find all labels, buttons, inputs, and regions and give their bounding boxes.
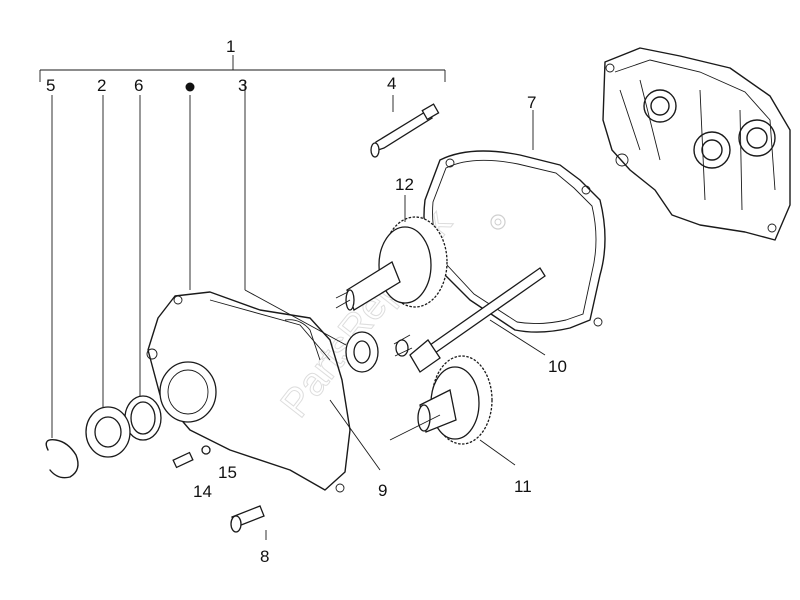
seal-ring: [124, 95, 162, 441]
part-labels: 1 5 2 6 3 4 7 12 10 9 11 15 14 8: [46, 37, 567, 566]
bearing-small: [345, 331, 379, 373]
label-11: 11: [514, 477, 532, 496]
label-10: 10: [548, 357, 567, 376]
shaft-long: [393, 267, 546, 373]
screw-small: [172, 445, 211, 469]
gear-with-shaft: [335, 195, 448, 311]
transmission-cover: [146, 82, 351, 493]
label-2: 2: [97, 76, 106, 95]
circlip: [45, 95, 79, 479]
label-3: 3: [238, 76, 247, 95]
bearing-left: [85, 95, 131, 458]
bolt: [230, 505, 267, 540]
assembly-lines: [244, 80, 381, 471]
label-8: 8: [260, 547, 269, 566]
gear-watermark-icon: [490, 214, 506, 230]
label-14: 14: [193, 482, 212, 501]
group-bracket: [39, 55, 446, 82]
label-5: 5: [46, 76, 55, 95]
label-9: 9: [378, 481, 387, 500]
label-7: 7: [527, 93, 536, 112]
crankcase-half: [602, 47, 791, 241]
gasket: [423, 110, 606, 333]
bullet-marker: [185, 82, 195, 92]
label-6: 6: [134, 76, 143, 95]
gear-lower: [389, 355, 516, 466]
label-15: 15: [218, 463, 237, 482]
label-4: 4: [387, 74, 396, 93]
label-12: 12: [395, 175, 414, 194]
shaft-small: [370, 95, 440, 158]
label-1: 1: [226, 37, 235, 56]
